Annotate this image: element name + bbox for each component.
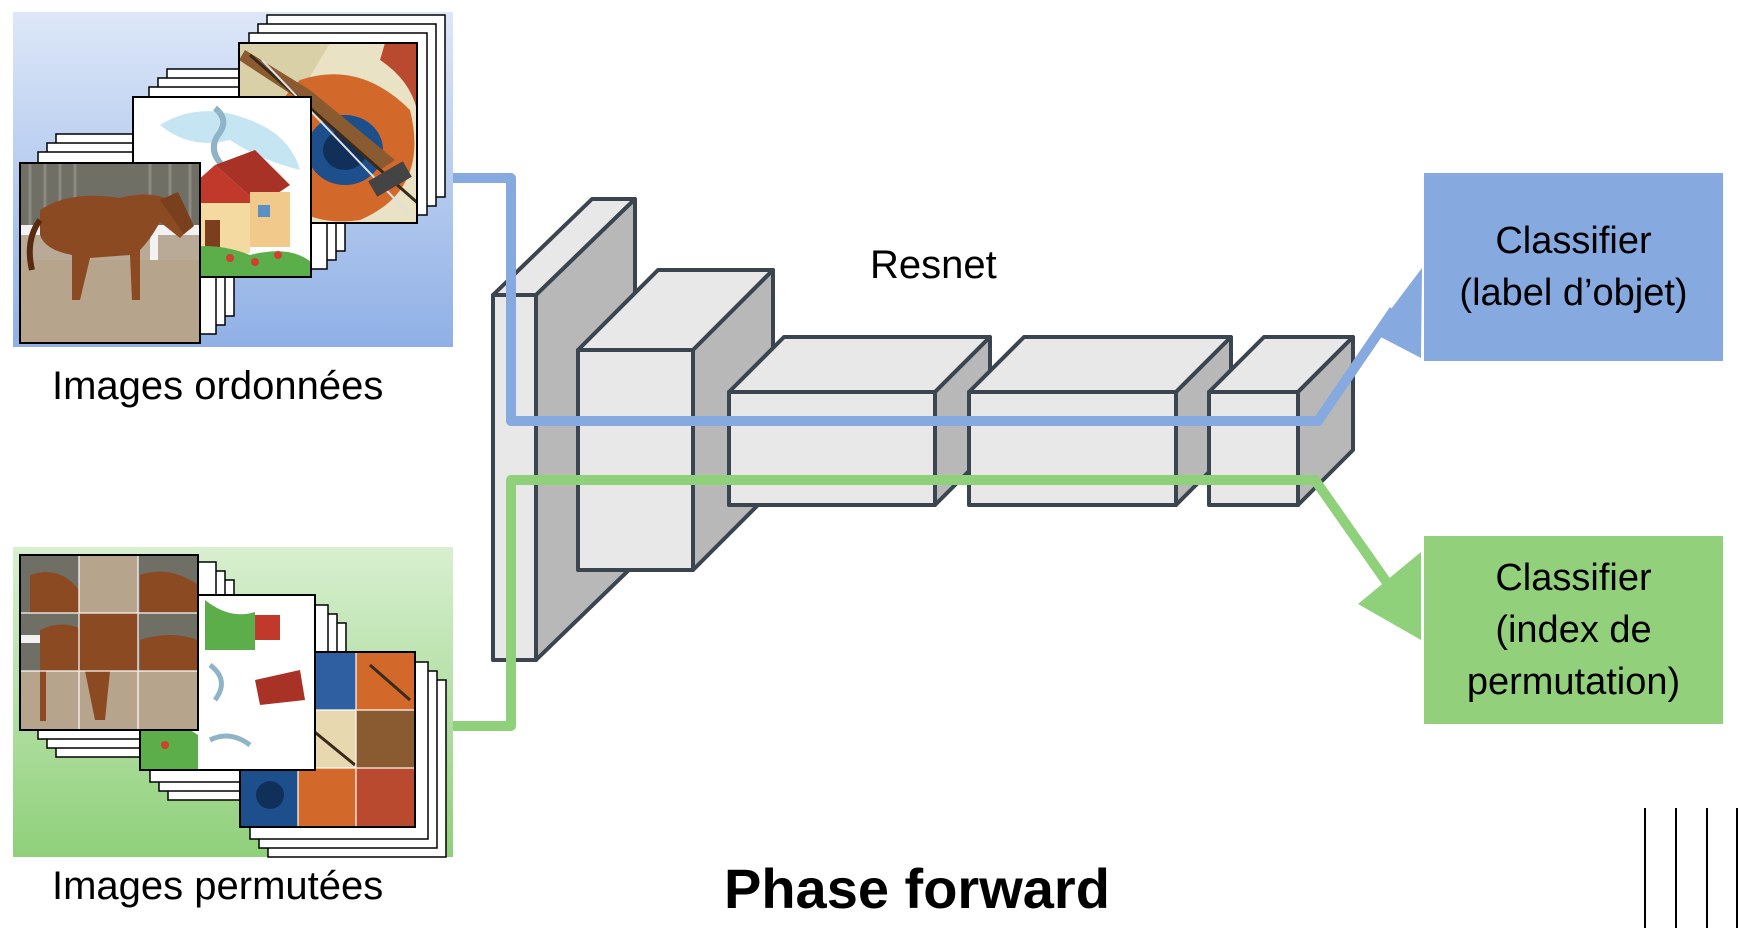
resnet-block-5 (1207, 335, 1355, 507)
permutation-classifier-line1: Classifier (1495, 557, 1652, 599)
ordered-images-caption: Images ordonnées (52, 364, 384, 408)
ordered-path-arrowhead (1373, 268, 1422, 358)
permutation-classifier-line3: permutation) (1466, 661, 1681, 703)
ordered-images-panel (13, 12, 453, 347)
permuted-images-caption: Images permutées (52, 864, 384, 908)
object-classifier-box (1424, 173, 1723, 361)
corner-decoration (1644, 808, 1738, 928)
object-classifier-line1: Classifier (1495, 220, 1652, 262)
permuted-images-panel (13, 547, 453, 858)
permutation-classifier-box (1424, 536, 1723, 724)
permutation-classifier-line2: (index de (1495, 609, 1652, 651)
object-classifier-line2: (label d’objet) (1459, 272, 1688, 314)
permuted-path (453, 475, 1421, 731)
object-classifier-label: Classifier (label d’objet) (1424, 173, 1723, 361)
resnet-label: Resnet (870, 243, 997, 287)
permutation-classifier-label: Classifier (index de permutation) (1424, 536, 1723, 724)
diagram-title: Phase forward (724, 857, 1110, 920)
ordered-path (453, 173, 1422, 426)
permuted-path-arrowhead (1358, 552, 1421, 640)
horse-image (20, 163, 200, 343)
permuted-horse-image (20, 555, 198, 730)
